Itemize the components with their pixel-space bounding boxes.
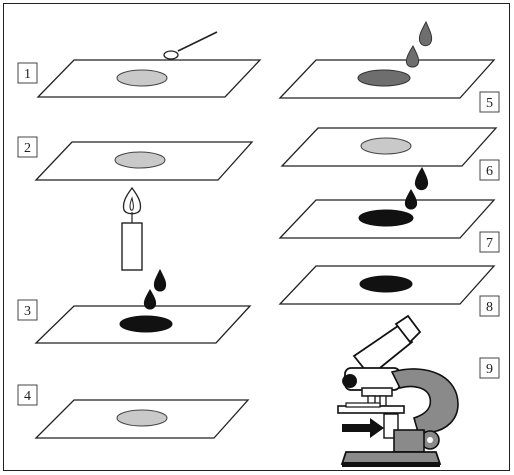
step-1-label-box bbox=[17, 62, 38, 84]
inoculating-loop-icon bbox=[163, 31, 218, 60]
step-9-label: 9 bbox=[486, 362, 493, 377]
step-1: 1 bbox=[17, 31, 262, 98]
step-7-label: 7 bbox=[486, 236, 493, 251]
smear-1 bbox=[116, 69, 168, 87]
microscope-icon bbox=[337, 314, 459, 467]
stain-drop-3a bbox=[153, 268, 167, 292]
step-2-label: 2 bbox=[24, 141, 31, 156]
step-4-label-box bbox=[17, 384, 38, 406]
step-8-label-box bbox=[479, 295, 500, 317]
step-6-label-box bbox=[479, 159, 500, 181]
step-7: 7 bbox=[278, 166, 500, 253]
stain-drop-5a bbox=[418, 20, 433, 47]
step-3: 3 bbox=[17, 268, 252, 344]
step-3-label: 3 bbox=[24, 304, 31, 319]
step-8: 8 bbox=[278, 265, 500, 317]
step-5-label: 5 bbox=[486, 96, 493, 111]
step-2: 2 bbox=[17, 136, 254, 181]
smear-4 bbox=[116, 409, 168, 427]
step-5-label-box bbox=[479, 91, 500, 113]
step-8-label: 8 bbox=[486, 300, 493, 315]
smear-2 bbox=[114, 151, 166, 169]
step-1-label: 1 bbox=[24, 67, 31, 82]
stain-7 bbox=[358, 209, 414, 227]
candle-flame-icon bbox=[121, 186, 143, 271]
stain-drop-7a bbox=[414, 166, 429, 191]
step-9: 9 bbox=[337, 314, 500, 467]
smear-6 bbox=[360, 137, 412, 155]
step-5: 5 bbox=[278, 20, 500, 113]
stain-drop-3b bbox=[143, 288, 157, 310]
stain-drop-5b bbox=[405, 44, 420, 68]
smear-5 bbox=[357, 69, 411, 87]
step-3-label-box bbox=[17, 299, 38, 321]
step-9-label-box bbox=[479, 357, 500, 379]
step-6: 6 bbox=[280, 127, 500, 181]
step-2-label-box bbox=[17, 136, 38, 158]
stain-drop-7b bbox=[404, 188, 418, 210]
stain-8 bbox=[359, 275, 413, 293]
step-4: 4 bbox=[17, 384, 250, 439]
step-6-label: 6 bbox=[486, 164, 493, 179]
stain-3 bbox=[119, 315, 173, 333]
step-7-label-box bbox=[479, 231, 500, 253]
step-4-label: 4 bbox=[24, 389, 31, 404]
